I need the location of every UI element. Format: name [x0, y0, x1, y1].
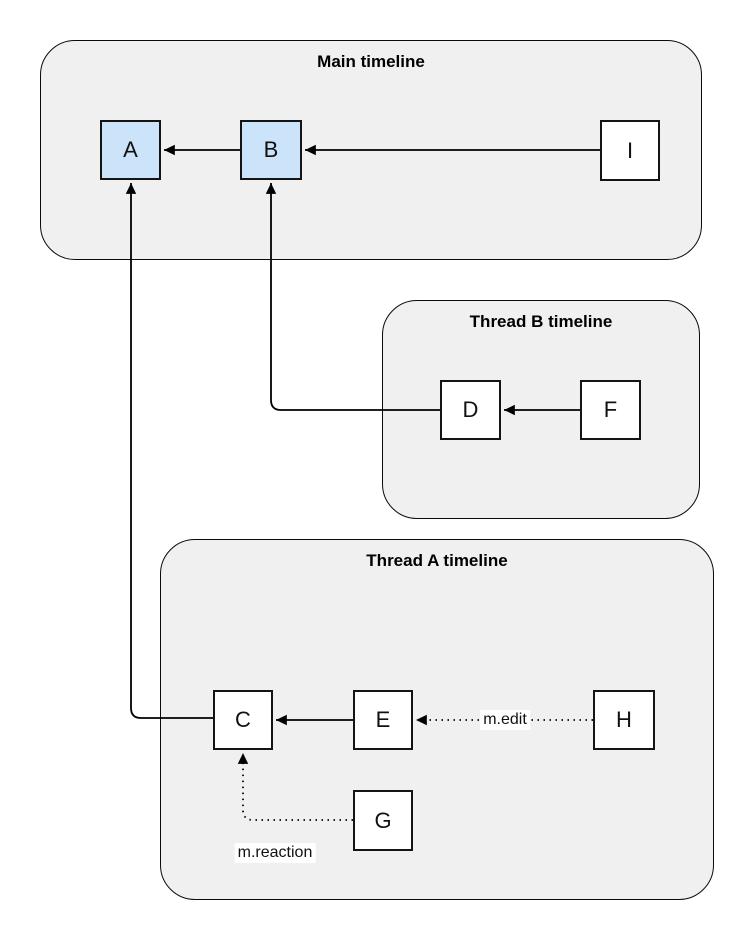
node-label-H: H: [616, 707, 632, 732]
node-A: A: [100, 120, 161, 180]
edge-label-m-reaction: m.reaction: [234, 843, 316, 863]
node-label-E: E: [375, 707, 391, 732]
container-title-thread-a-timeline: Thread A timeline: [366, 551, 508, 570]
container-title-main-timeline: Main timeline: [317, 52, 425, 71]
container-title-thread-b-timeline: Thread B timeline: [469, 312, 613, 331]
node-I: I: [600, 120, 660, 181]
node-E: E: [353, 690, 413, 750]
node-B: B: [240, 120, 302, 180]
node-label-C: C: [235, 707, 251, 732]
node-label-G: G: [374, 807, 392, 833]
node-G: G: [353, 790, 413, 851]
node-label-A: A: [123, 137, 138, 162]
container-thread-b-timeline: Thread B timeline: [382, 300, 700, 519]
node-D: D: [440, 380, 501, 440]
edge-label-m-edit: m.edit: [480, 710, 530, 730]
node-label-I: I: [626, 137, 634, 163]
node-label-F: F: [603, 397, 618, 422]
node-H: H: [593, 690, 655, 750]
node-C: C: [213, 690, 273, 750]
node-label-B: B: [263, 137, 279, 162]
node-label-D: D: [462, 397, 479, 422]
node-F: F: [580, 380, 641, 440]
